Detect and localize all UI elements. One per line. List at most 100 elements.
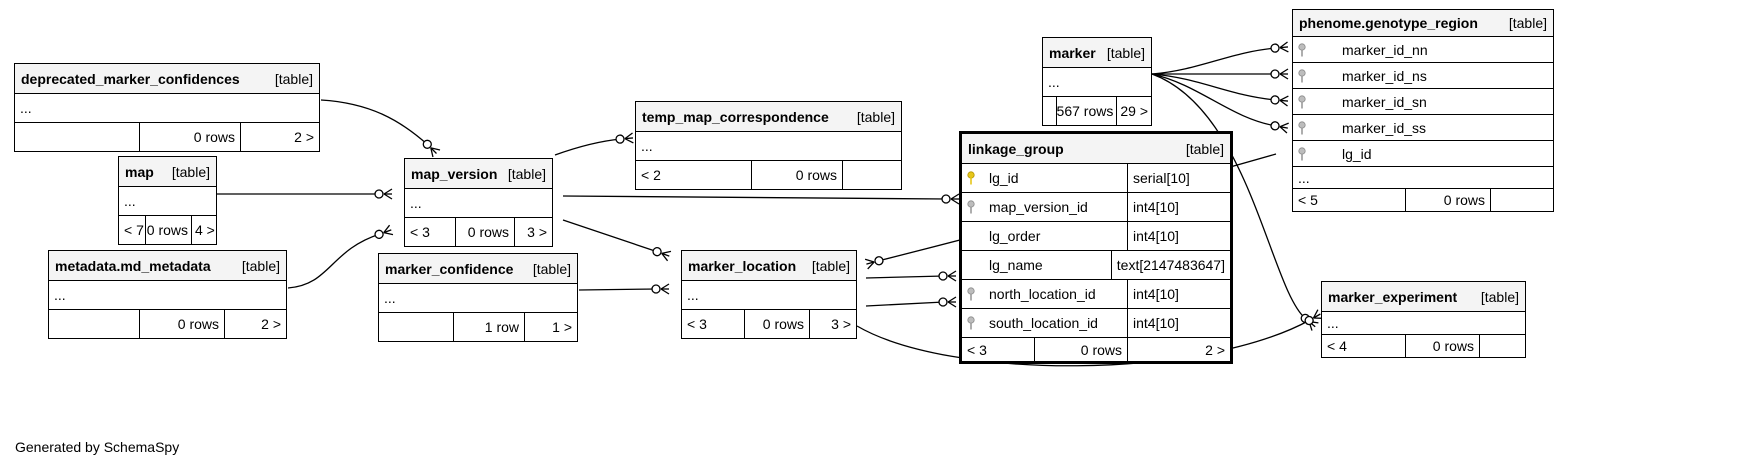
stat-children (1490, 189, 1553, 211)
table-metadata-md-metadata[interactable]: metadata.md_metadata[table] ... 0 rows 2… (48, 250, 287, 339)
key-icon (1298, 68, 1312, 83)
table-name: temp_map_correspondence (642, 108, 829, 125)
columns-ellipsis: ... (124, 193, 136, 209)
crows-foot-marker (422, 139, 441, 158)
relationship-edge (1151, 73, 1307, 320)
crows-foot-marker (1304, 309, 1323, 326)
stat-children: 29 > (1116, 97, 1151, 125)
table-name: marker_experiment (1328, 288, 1458, 305)
column-name: lg_order (989, 228, 1041, 244)
columns-ellipsis: ... (1048, 74, 1060, 90)
table-phenome-genotype-region[interactable]: phenome.genotype_region [table] marker_id… (1292, 9, 1554, 212)
columns-ellipsis: ... (1298, 169, 1310, 186)
table-type-tag: [table] (856, 108, 895, 125)
stat-parents (1043, 97, 1056, 125)
stat-rows: 0 rows (455, 218, 514, 246)
stat-children (842, 161, 901, 189)
key-icon (1298, 120, 1312, 135)
column-name: map_version_id (989, 199, 1088, 215)
column-row[interactable]: marker_id_nn (1293, 36, 1553, 62)
column-row[interactable]: lg_name text[2147483647] (962, 250, 1230, 279)
relationship-edge (554, 138, 622, 156)
column-row[interactable]: south_location_id int4[10] (962, 308, 1230, 337)
column-row[interactable]: marker_id_ss (1293, 114, 1553, 140)
stat-children: 2 > (224, 310, 286, 338)
crows-foot-marker (374, 224, 394, 239)
table-type-tag: [table] (241, 257, 280, 274)
table-linkage-group[interactable]: linkage_group[table] lg_id serial[10] ma… (959, 131, 1233, 364)
stat-rows: 0 rows (1405, 189, 1490, 211)
stat-parents: < 4 (1327, 338, 1347, 354)
crows-foot-marker (652, 247, 672, 262)
column-row[interactable]: lg_id (1293, 140, 1553, 166)
key-icon (967, 171, 981, 185)
column-row[interactable]: lg_order int4[10] (962, 221, 1230, 250)
stat-children: 2 > (1127, 338, 1230, 361)
table-marker-confidence[interactable]: marker_confidence[table] ... 1 row 1 > (378, 253, 578, 342)
relationship-edge (865, 275, 945, 279)
stat-rows: 1 row (453, 313, 524, 341)
table-name: map (125, 163, 154, 180)
crows-foot-marker (651, 283, 670, 295)
table-type-tag: [table] (1508, 15, 1547, 31)
column-name: marker_id_ss (1342, 119, 1427, 136)
stat-parents: < 7 (124, 222, 144, 238)
relationship-edge (865, 301, 945, 307)
table-type-tag: [table] (507, 165, 546, 182)
stat-parents (49, 310, 139, 338)
relationship-edge (1151, 73, 1277, 127)
key-icon (1298, 94, 1312, 109)
column-type: int4[10] (1127, 309, 1230, 337)
crows-foot-marker (1270, 95, 1289, 107)
table-name: marker_location (688, 257, 797, 274)
table-name: phenome.genotype_region (1299, 15, 1478, 31)
columns-ellipsis: ... (410, 195, 422, 211)
table-marker-location[interactable]: marker_location[table] ... < 3 0 rows 3 … (681, 250, 857, 339)
crows-foot-marker (864, 256, 884, 270)
key-icon (967, 287, 981, 301)
columns-ellipsis: ... (384, 290, 396, 306)
column-row[interactable]: lg_id serial[10] (962, 163, 1230, 192)
table-type-tag: [table] (274, 70, 313, 87)
stat-parents: < 3 (967, 341, 987, 358)
relationship-edge (320, 99, 429, 146)
table-type-tag: [table] (171, 163, 210, 180)
table-type-tag: [table] (1480, 288, 1519, 305)
relationship-edge (287, 233, 381, 289)
crows-foot-marker (1270, 121, 1289, 134)
stat-children: 1 > (524, 313, 577, 341)
stat-parents (15, 123, 139, 151)
table-name: deprecated_marker_confidences (21, 70, 240, 87)
column-name: lg_name (989, 257, 1043, 273)
crows-foot-marker (1270, 68, 1289, 80)
table-name: map_version (411, 165, 498, 182)
table-map[interactable]: map[table] ... < 7 0 rows 4 > (118, 156, 217, 245)
table-type-tag: [table] (811, 257, 850, 274)
stat-parents: < 5 (1298, 192, 1318, 208)
relationship-edge (562, 195, 948, 200)
relationship-edge (1151, 47, 1277, 75)
column-row[interactable]: map_version_id int4[10] (962, 192, 1230, 221)
table-map-version[interactable]: map_version[table] ... < 3 0 rows 3 > (404, 158, 553, 247)
columns-ellipsis: ... (20, 100, 32, 116)
column-row[interactable]: north_location_id int4[10] (962, 279, 1230, 308)
table-deprecated-marker-confidences[interactable]: deprecated_marker_confidences [table] ...… (14, 63, 320, 152)
column-row[interactable]: marker_id_ns (1293, 62, 1553, 88)
column-name: north_location_id (989, 286, 1096, 302)
generator-footer: Generated by SchemaSpy (15, 439, 180, 455)
table-name: metadata.md_metadata (55, 257, 211, 274)
stat-rows: 0 rows (145, 216, 191, 244)
column-type: int4[10] (1127, 222, 1230, 250)
columns-ellipsis: ... (54, 287, 66, 303)
table-temp-map-correspondence[interactable]: temp_map_correspondence[table] ... < 2 0… (635, 101, 902, 190)
table-type-tag: [table] (532, 260, 571, 277)
column-name: lg_id (1342, 145, 1372, 162)
stat-rows: 0 rows (751, 161, 842, 189)
column-type: int4[10] (1127, 193, 1230, 221)
stat-parents: < 3 (410, 224, 430, 240)
table-marker-experiment[interactable]: marker_experiment[table] ... < 4 0 rows (1321, 281, 1526, 358)
stat-parents: < 3 (687, 316, 707, 332)
column-row[interactable]: marker_id_sn (1293, 88, 1553, 114)
crows-foot-marker (374, 188, 393, 200)
table-marker[interactable]: marker[table] ... 567 rows 29 > (1042, 37, 1152, 126)
